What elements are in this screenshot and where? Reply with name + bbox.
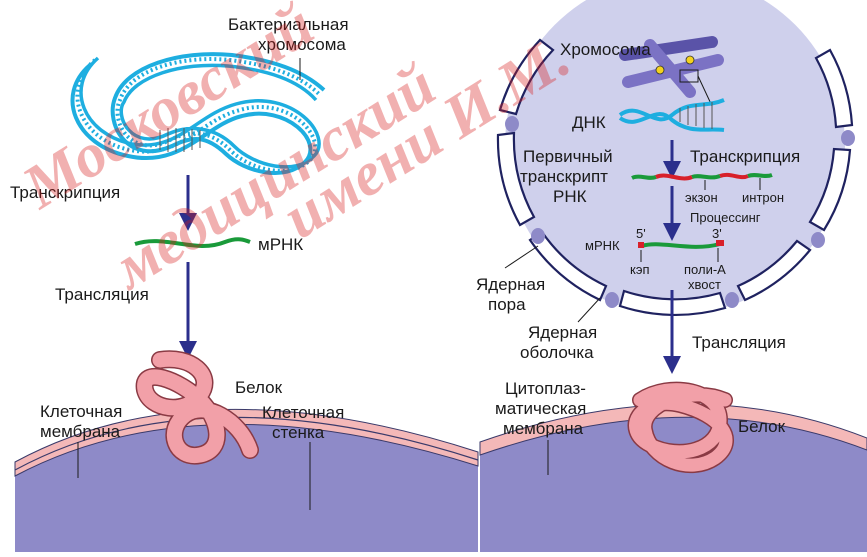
dna-helix — [618, 98, 725, 132]
cell-wall — [15, 417, 478, 552]
prokaryote-panel: Бактериальная хромосома Транскрипция мРН… — [10, 15, 479, 552]
intron-label: интрон — [742, 190, 784, 205]
five-prime-label: 5' — [636, 226, 646, 241]
chromosome-label: Хромосома — [560, 40, 651, 59]
exon-label: экзон — [685, 190, 718, 205]
three-prime-label: 3' — [712, 226, 722, 241]
mrna-label-euk: мРНК — [585, 238, 620, 253]
cytoplasmic-membrane — [479, 403, 867, 456]
protein-label-euk: Белок — [738, 417, 786, 436]
mrna-strand — [134, 237, 251, 248]
eukaryote-panel: Хромосома ДНК Транскрипция Первичный тра… — [476, 0, 867, 552]
bacterial-chromosome — [70, 52, 326, 176]
polya-mark — [716, 240, 724, 246]
bacterial-chromosome-label: Бактериальная хромосома — [228, 15, 353, 54]
nuclear-envelope — [496, 38, 854, 317]
protein-label: Белок — [235, 378, 283, 397]
nuclear-envelope-label: Ядерная оболочка — [520, 323, 602, 362]
mature-mrna — [641, 242, 721, 249]
polya-label: поли-А хвост — [684, 262, 729, 292]
cytoplasm-wall — [480, 410, 867, 552]
nucleus — [505, 0, 845, 315]
nuclear-pores — [505, 116, 855, 308]
watermark: Московский медицинский имени И.М. — [11, 0, 582, 303]
cap-mark — [638, 242, 644, 248]
cell-membrane — [14, 408, 479, 477]
nuclear-pore-label: Ядерная пора — [476, 275, 550, 314]
cytoplasmic-membrane-label: Цитоплаз- матическая мембрана — [495, 379, 591, 438]
primary-transcript — [631, 172, 773, 181]
transcription-label-euk: Транскрипция — [690, 147, 800, 166]
transcription-label: Транскрипция — [10, 183, 120, 202]
chromosome — [619, 36, 724, 107]
translation-label: Трансляция — [55, 285, 149, 304]
processing-label: Процессинг — [690, 210, 761, 225]
translation-label-euk: Трансляция — [692, 333, 786, 352]
cell-wall-label: Клеточная стенка — [262, 403, 349, 442]
mrna-label: мРНК — [258, 235, 303, 254]
primary-transcript-label: Первичный транскрипт РНК — [520, 147, 617, 206]
dna-label: ДНК — [572, 113, 606, 132]
cap-label: кэп — [630, 262, 650, 277]
cell-membrane-label: Клеточная мембрана — [40, 402, 127, 441]
